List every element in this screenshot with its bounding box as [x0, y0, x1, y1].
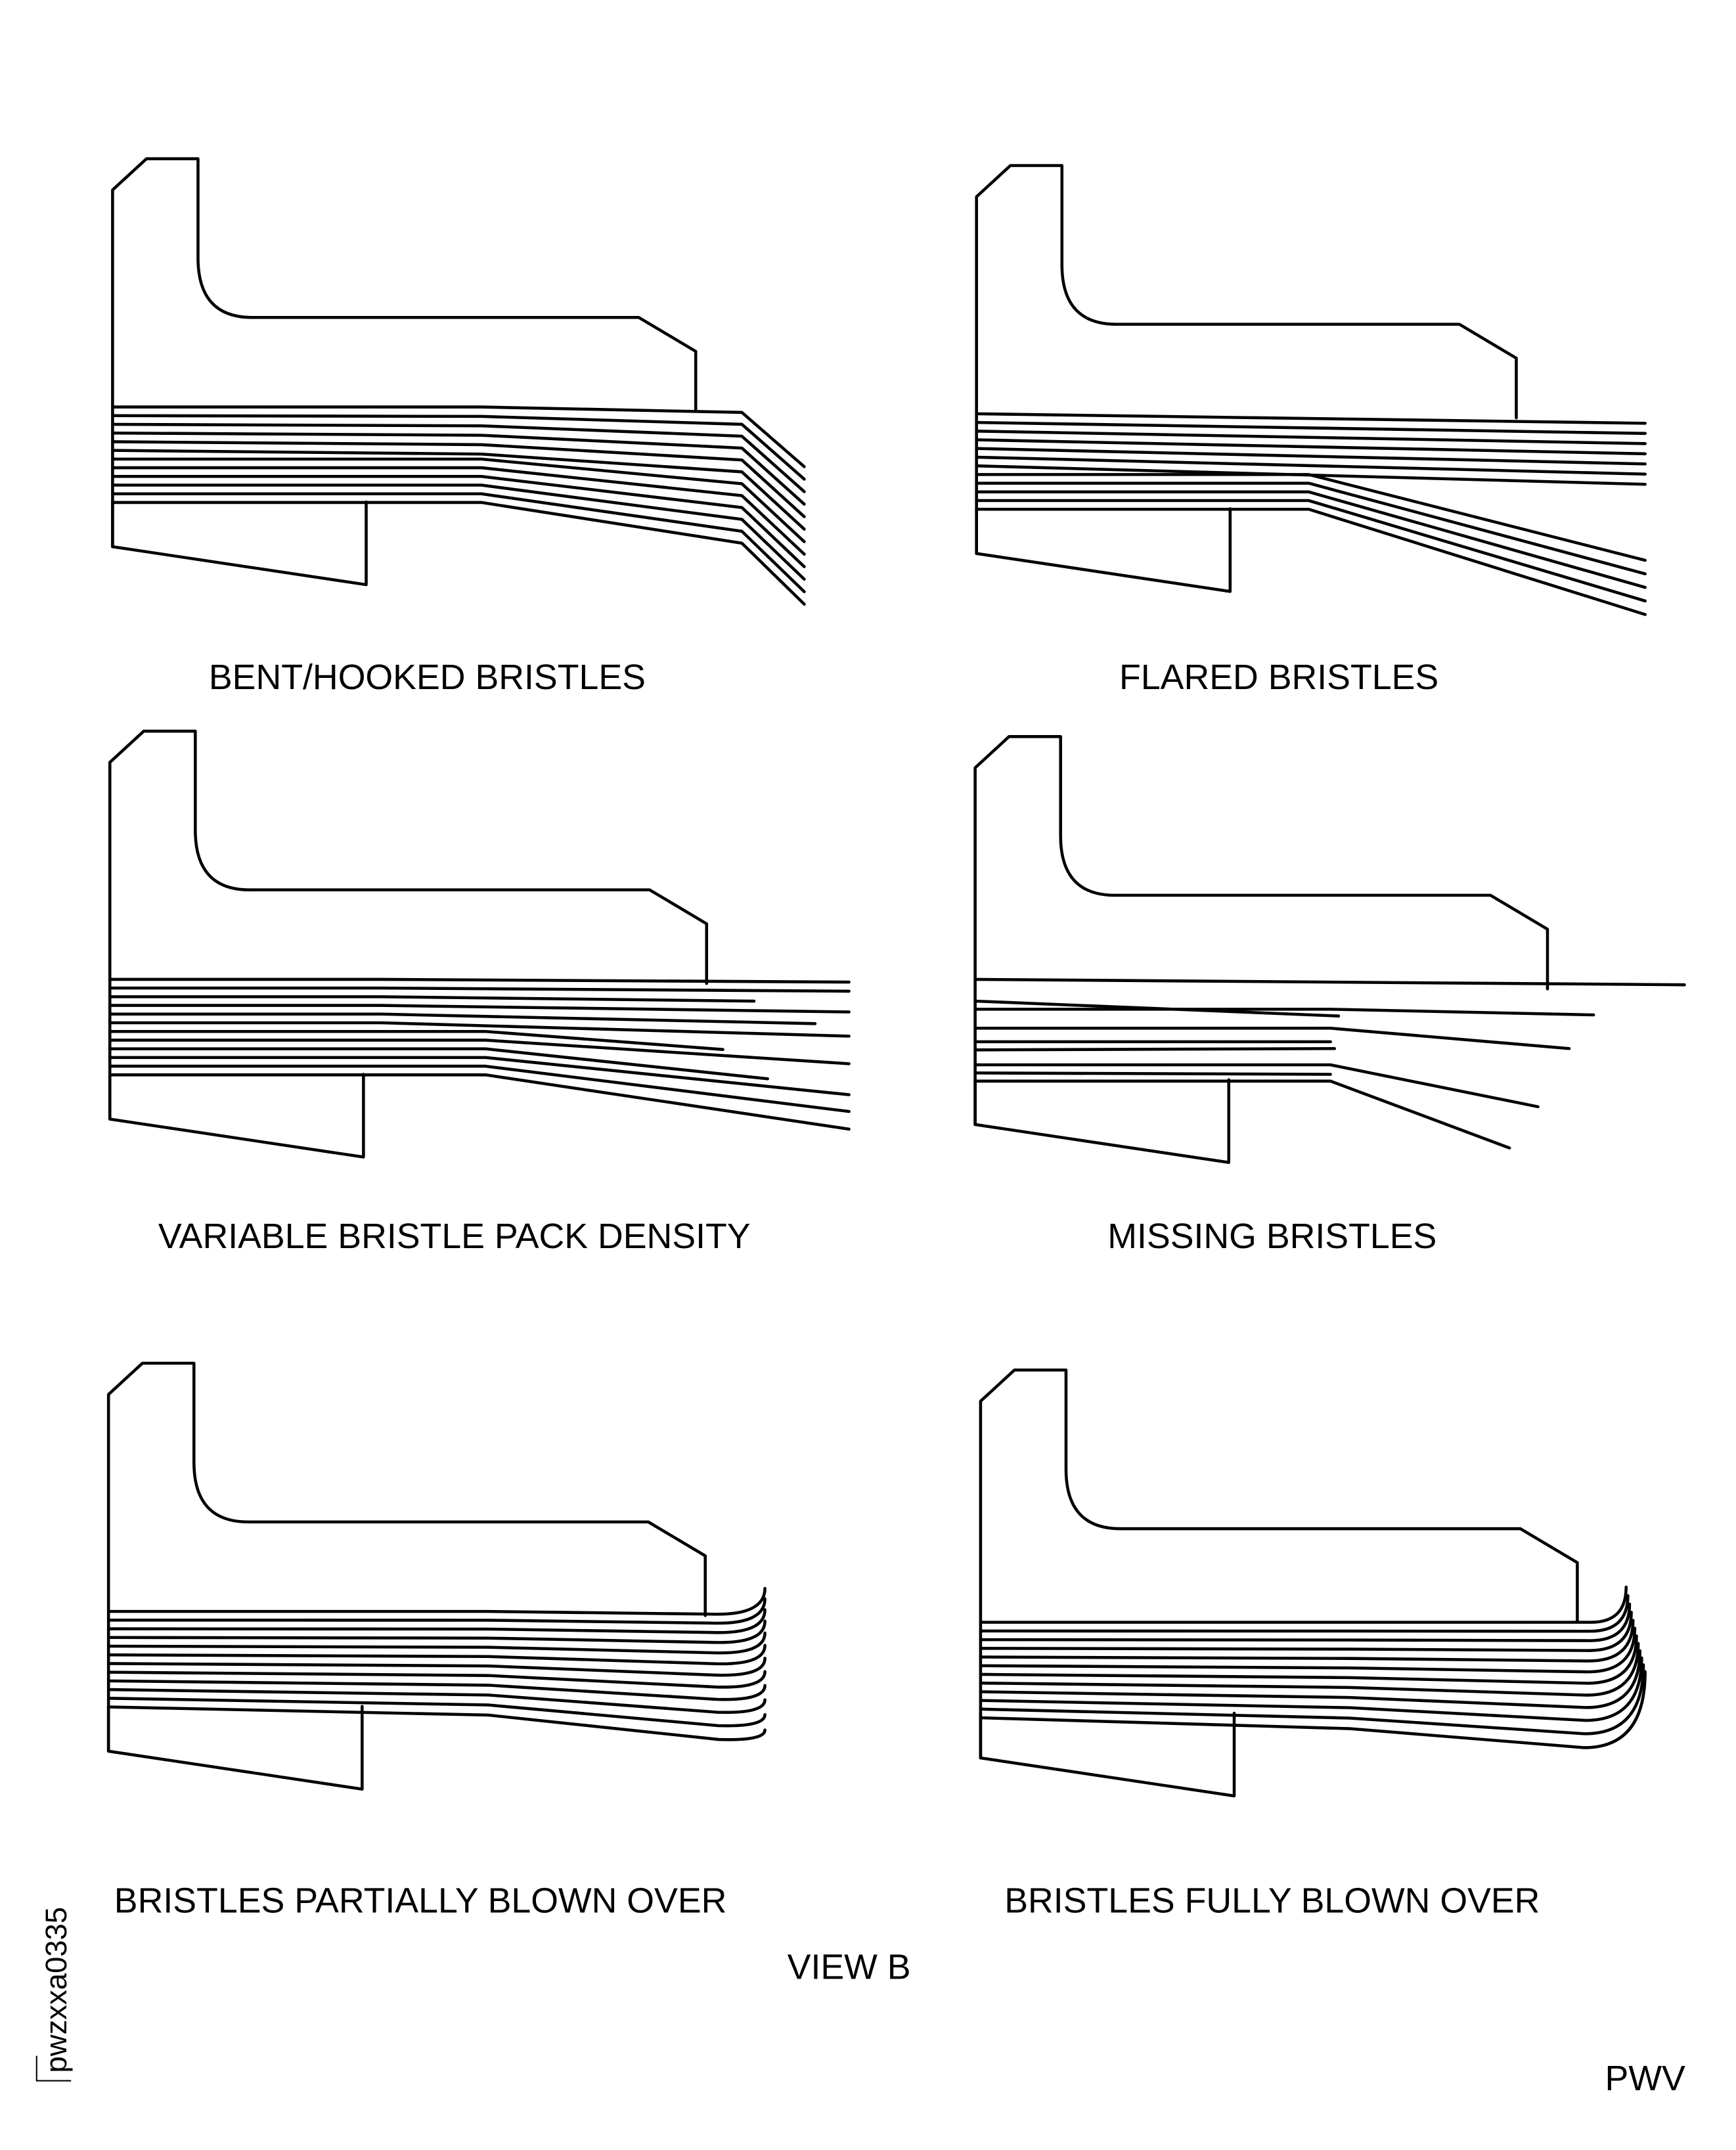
bristle — [111, 475, 806, 568]
bristle — [111, 440, 806, 518]
bristle — [979, 1602, 1632, 1642]
backing-plate — [979, 1711, 1236, 1798]
bristle — [975, 490, 1647, 589]
figure-id-tag: pwzxxa0335 — [35, 1907, 73, 2082]
backing-plate — [111, 500, 368, 587]
bristle — [106, 1597, 767, 1625]
label-flared: FLARED BRISTLES — [1119, 658, 1438, 697]
bristle — [111, 449, 806, 531]
bristle — [111, 483, 806, 581]
seal-housing — [979, 1368, 1579, 1760]
seal-housing — [106, 1362, 707, 1753]
bristle — [108, 1029, 724, 1051]
bristle — [975, 499, 1647, 603]
bristle — [975, 420, 1647, 436]
bristle — [979, 1585, 1628, 1624]
panel-missing-bristles — [973, 735, 1686, 1164]
bristle — [973, 1008, 1595, 1017]
bristle — [111, 422, 806, 493]
view-label: VIEW B — [788, 1948, 911, 1987]
bristle — [111, 466, 806, 556]
bristle — [979, 1619, 1635, 1663]
bristle — [979, 1626, 1637, 1674]
bristle — [979, 1663, 1645, 1736]
label-missing: MISSING BRISTLES — [1107, 1217, 1436, 1256]
bristle — [108, 1073, 851, 1131]
panel-variable-density — [108, 729, 851, 1159]
backing-plate — [108, 1073, 365, 1159]
bristle — [111, 492, 806, 594]
bristle — [106, 1608, 767, 1634]
bristle — [111, 501, 806, 606]
label-bent-hooked: BENT/HOOKED BRISTLES — [209, 658, 646, 697]
bristle — [106, 1586, 767, 1616]
figure-id: pwzxxa0335 — [39, 1907, 73, 2072]
bristle — [108, 1004, 851, 1014]
bristle — [106, 1670, 767, 1689]
bristle — [108, 977, 851, 984]
seal-housing — [111, 157, 698, 549]
bristle — [973, 977, 1686, 987]
backing-plate — [106, 1705, 364, 1791]
bristle — [979, 1656, 1643, 1722]
bristle — [979, 1634, 1638, 1685]
bristle — [979, 1649, 1642, 1709]
bristle — [106, 1688, 767, 1714]
bristle — [106, 1705, 767, 1741]
bristle — [106, 1657, 767, 1677]
corner-code: PWV — [1605, 2059, 1685, 2098]
bristle — [975, 447, 1647, 466]
bristle — [106, 1619, 767, 1644]
panel-bent-hooked-bristles — [111, 157, 806, 606]
bristle — [979, 1670, 1647, 1749]
bristle — [106, 1631, 767, 1655]
panel-flared-bristles — [975, 164, 1647, 616]
bristle — [106, 1644, 767, 1666]
bristle — [108, 1012, 817, 1025]
bristle — [973, 1071, 1332, 1076]
label-fully-blown-over: BRISTLES FULLY BLOWN OVER — [1004, 1881, 1540, 1921]
bristle — [975, 430, 1647, 445]
bristle — [108, 986, 851, 993]
bristle — [106, 1697, 767, 1728]
bristle — [973, 1079, 1511, 1150]
bristle — [108, 1047, 769, 1081]
bristle — [108, 995, 756, 1003]
bristle — [979, 1594, 1630, 1633]
backing-plate — [975, 507, 1232, 593]
seal-housing — [973, 735, 1549, 1127]
figure-id-bracket — [35, 2055, 72, 2082]
bristle — [108, 1039, 851, 1065]
seal-housing — [975, 164, 1518, 555]
backing-plate — [973, 1078, 1231, 1164]
bristle — [975, 473, 1647, 562]
bristle — [975, 482, 1647, 575]
bristle — [111, 457, 806, 543]
bristle — [111, 405, 806, 468]
seal-housing — [108, 729, 709, 1121]
bristle — [973, 1063, 1540, 1109]
panel-partially-blown-over — [106, 1362, 767, 1791]
bristle — [975, 507, 1647, 616]
bristle — [979, 1642, 1640, 1697]
panel-fully-blown-over — [979, 1368, 1647, 1798]
bristle — [111, 431, 806, 506]
bristle — [975, 438, 1647, 456]
label-partially-blown-over: BRISTLES PARTIALLY BLOWN OVER — [114, 1881, 727, 1921]
bristle — [111, 414, 806, 481]
bristle — [979, 1611, 1633, 1652]
bristle — [108, 1056, 851, 1096]
bristle — [106, 1679, 767, 1701]
bristle — [108, 1021, 851, 1038]
bristle — [973, 1046, 1337, 1052]
label-variable-density: VARIABLE BRISTLE PACK DENSITY — [158, 1217, 751, 1256]
bristle — [975, 455, 1647, 476]
bristle — [975, 412, 1647, 425]
bristle — [108, 1064, 851, 1113]
bristle — [973, 1026, 1571, 1050]
